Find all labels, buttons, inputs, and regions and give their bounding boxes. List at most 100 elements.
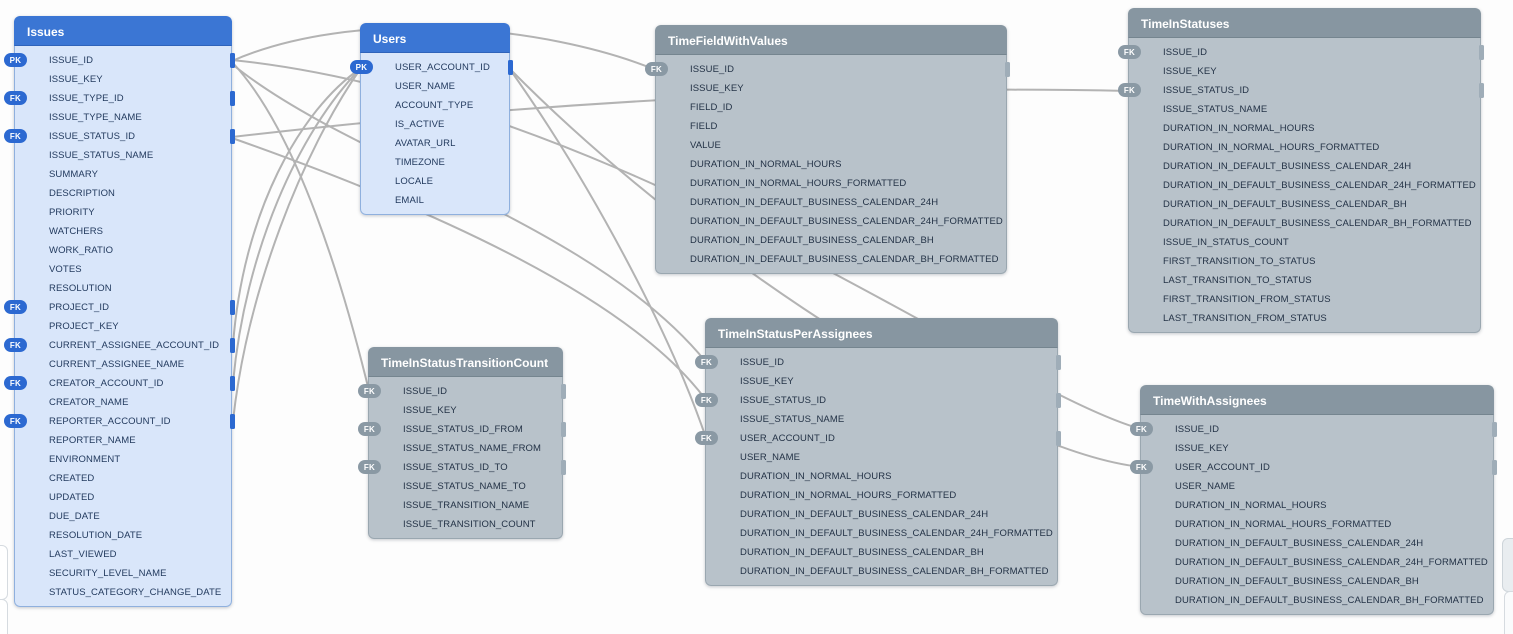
column-name: STATUS_CATEGORY_CHANGE_DATE [49, 587, 222, 598]
column-row: ISSUE_STATUS_NAME_FROM [369, 439, 562, 458]
column-row: ISSUE_TRANSITION_COUNT [369, 515, 562, 534]
column-name: DURATION_IN_DEFAULT_BUSINESS_CALENDAR_BH… [1175, 595, 1484, 606]
column-row: UPDATED [15, 488, 231, 507]
relationship-line [232, 67, 362, 346]
fk-badge: FK [695, 355, 718, 369]
relationship-anchor [561, 460, 566, 475]
column-name: AVATAR_URL [395, 138, 456, 149]
column-name: RESOLUTION_DATE [49, 530, 143, 541]
fk-badge: FK [4, 300, 27, 314]
table-header[interactable]: Issues [14, 16, 232, 46]
fk-badge: FK [1118, 45, 1141, 59]
column-row: DURATION_IN_DEFAULT_BUSINESS_CALENDAR_24… [1129, 157, 1480, 176]
column-name: ISSUE_IN_STATUS_COUNT [1163, 237, 1289, 248]
fk-badge: FK [4, 338, 27, 352]
column-name: ISSUE_KEY [1175, 443, 1229, 454]
column-row: DURATION_IN_DEFAULT_BUSINESS_CALENDAR_24… [1129, 176, 1480, 195]
column-name: USER_NAME [1175, 481, 1236, 492]
column-name: ISSUE_STATUS_ID [49, 131, 136, 142]
column-name: SECURITY_LEVEL_NAME [49, 568, 167, 579]
column-row: DURATION_IN_NORMAL_HOURS [1129, 119, 1480, 138]
column-row: DURATION_IN_NORMAL_HOURS [656, 155, 1006, 174]
column-row: WATCHERS [15, 222, 231, 241]
table-header[interactable]: TimeFieldWithValues [655, 25, 1007, 55]
column-name: ISSUE_STATUS_ID_FROM [403, 424, 523, 435]
column-row: ISSUE_STATUS_NAME [706, 410, 1057, 429]
column-name: ISSUE_STATUS_ID [1163, 85, 1250, 96]
column-row: CREATOR_NAME [15, 393, 231, 412]
column-row: DURATION_IN_DEFAULT_BUSINESS_CALENDAR_24… [706, 524, 1057, 543]
offscreen-table-edge-right-top [1502, 538, 1513, 592]
table-header[interactable]: Users [360, 23, 510, 53]
column-row: USER_NAME [706, 448, 1057, 467]
relationship-anchor [1056, 431, 1061, 446]
table-header[interactable]: TimeWithAssignees [1140, 385, 1494, 415]
table-header[interactable]: TimeInStatusPerAssignees [705, 318, 1058, 348]
column-row: TIMEZONE [361, 153, 509, 172]
relationship-anchor [230, 129, 235, 144]
column-name: DURATION_IN_DEFAULT_BUSINESS_CALENDAR_BH [690, 235, 934, 246]
relationship-line [231, 137, 707, 401]
table-title: TimeWithAssignees [1153, 394, 1267, 408]
column-row: DURATION_IN_NORMAL_HOURS_FORMATTED [1141, 515, 1493, 534]
table-header[interactable]: TimeInStatuses [1128, 8, 1481, 38]
table-title: Issues [27, 25, 65, 39]
column-name: USER_NAME [395, 81, 456, 92]
table-title: TimeFieldWithValues [668, 34, 788, 48]
column-row: FIRST_TRANSITION_FROM_STATUS [1129, 290, 1480, 309]
column-name: ISSUE_KEY [403, 405, 457, 416]
column-name: CREATED [49, 473, 95, 484]
column-name: DURATION_IN_DEFAULT_BUSINESS_CALENDAR_BH… [740, 566, 1049, 577]
offscreen-table-edge-left-top [0, 545, 8, 600]
column-row: ISSUE_KEY [369, 401, 562, 420]
column-row: ACCOUNT_TYPE [361, 96, 509, 115]
column-row: SUMMARY [15, 165, 231, 184]
column-name: ISSUE_TYPE_ID [49, 93, 124, 104]
column-row: DURATION_IN_DEFAULT_BUSINESS_CALENDAR_BH [1129, 195, 1480, 214]
column-row: DURATION_IN_DEFAULT_BUSINESS_CALENDAR_BH [706, 543, 1057, 562]
column-row: DURATION_IN_DEFAULT_BUSINESS_CALENDAR_24… [1141, 534, 1493, 553]
column-name: IS_ACTIVE [395, 119, 445, 130]
column-name: CREATOR_ACCOUNT_ID [49, 378, 164, 389]
column-name: ISSUE_KEY [49, 74, 103, 85]
column-row: LAST_TRANSITION_TO_STATUS [1129, 271, 1480, 290]
column-row: DURATION_IN_DEFAULT_BUSINESS_CALENDAR_BH… [1129, 214, 1480, 233]
column-row: DURATION_IN_NORMAL_HOURS [1141, 496, 1493, 515]
column-row: LOCALE [361, 172, 509, 191]
relationship-anchor [230, 53, 235, 68]
relationship-anchor [1479, 83, 1484, 98]
column-name: ISSUE_KEY [690, 83, 744, 94]
relationship-anchor [1492, 460, 1497, 475]
column-name: ACCOUNT_TYPE [395, 100, 474, 111]
column-name: DURATION_IN_DEFAULT_BUSINESS_CALENDAR_24… [740, 509, 989, 520]
offscreen-table-edge-left-bottom [0, 599, 8, 634]
column-name: VOTES [49, 264, 82, 275]
column-row: DURATION_IN_DEFAULT_BUSINESS_CALENDAR_BH… [706, 562, 1057, 581]
column-row: ISSUE_KEY [15, 70, 231, 89]
table-header[interactable]: TimeInStatusTransitionCount [368, 347, 563, 377]
column-name: DURATION_IN_DEFAULT_BUSINESS_CALENDAR_24… [1163, 180, 1476, 191]
column-row: DURATION_IN_DEFAULT_BUSINESS_CALENDAR_24… [656, 212, 1006, 231]
column-name: ISSUE_ID [403, 386, 448, 397]
column-row: ISSUE_KEY [1129, 62, 1480, 81]
column-name: DURATION_IN_DEFAULT_BUSINESS_CALENDAR_BH… [690, 254, 999, 265]
table-title: TimeInStatusPerAssignees [718, 327, 873, 341]
column-name: USER_ACCOUNT_ID [740, 433, 835, 444]
column-row: DURATION_IN_DEFAULT_BUSINESS_CALENDAR_BH [1141, 572, 1493, 591]
column-name: ISSUE_STATUS_NAME_FROM [403, 443, 542, 454]
column-row: REPORTER_NAME [15, 431, 231, 450]
column-name: ISSUE_KEY [1163, 66, 1217, 77]
fk-badge: FK [358, 384, 381, 398]
